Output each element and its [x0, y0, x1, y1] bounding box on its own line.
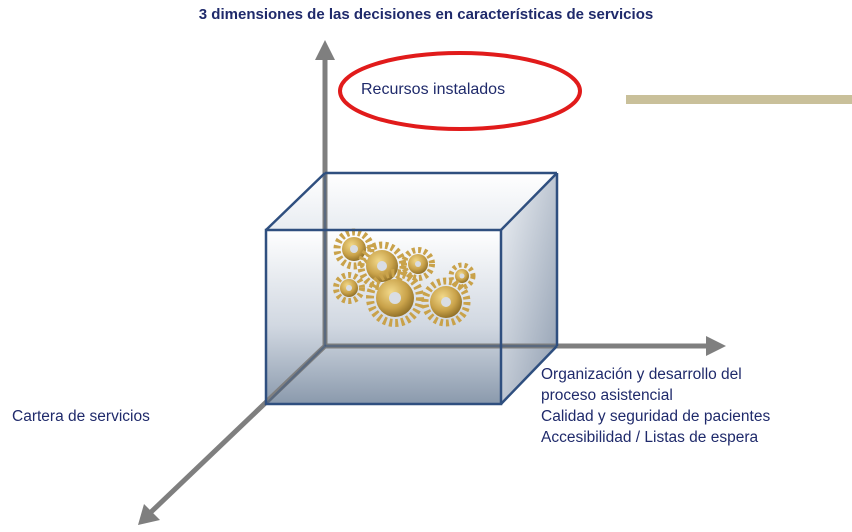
highlight-ellipse — [338, 51, 582, 131]
horizontal-axis-label: Organización y desarrollo del proceso as… — [541, 364, 770, 448]
depth-axis — [138, 344, 327, 525]
cube-edges — [264, 171, 559, 406]
accent-bar — [626, 95, 852, 104]
gear-icon — [401, 247, 435, 281]
horizontal-axis-label-line: Organización y desarrollo del — [541, 366, 742, 383]
diagram-title: 3 dimensiones de las decisiones en carac… — [198, 6, 654, 23]
cube-top-face — [266, 173, 557, 230]
horizontal-axis — [325, 336, 726, 356]
vertical-axis-label: Recursos instalados — [361, 81, 506, 98]
horizontal-axis-label-line: Calidad y seguridad de pacientes — [541, 408, 771, 425]
gear-icon — [448, 262, 476, 290]
horizontal-axis-label-line: proceso asistencial — [541, 387, 673, 404]
gear-icon — [366, 269, 424, 327]
gear-icon — [333, 272, 365, 304]
gear-icon — [421, 277, 471, 327]
horizontal-axis-label-line: Accesibilidad / Listas de espera — [541, 429, 759, 446]
depth-axis-label: Cartera de servicios — [12, 408, 150, 425]
vertical-axis — [315, 40, 335, 346]
gears-image — [333, 228, 476, 327]
